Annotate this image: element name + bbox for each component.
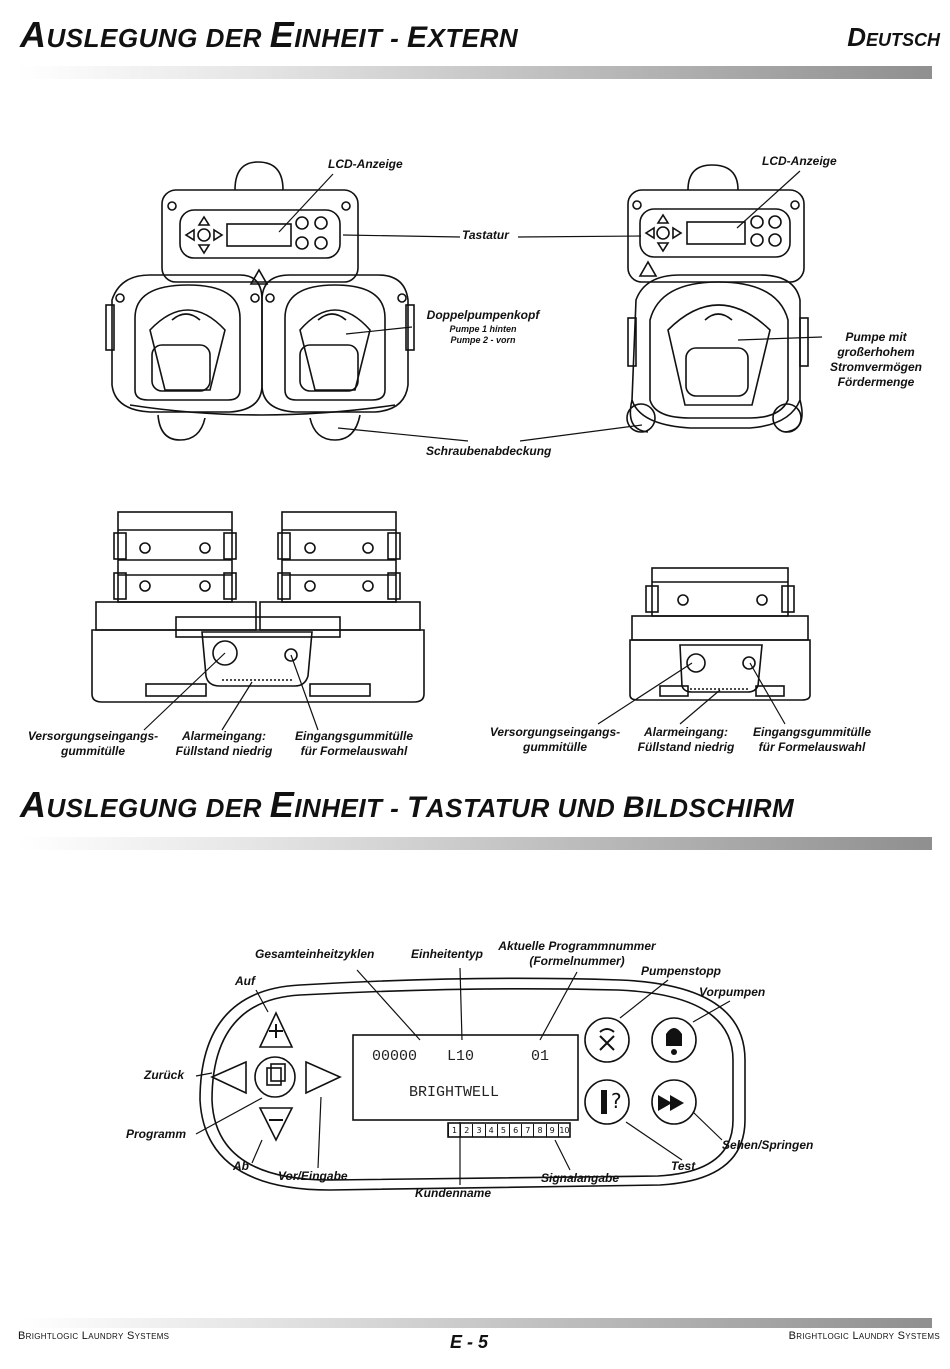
double-head-label: Doppelpumpenkopf (426, 308, 540, 322)
single-pump-front-view (626, 164, 809, 433)
supply-grommet-label-left: Versorgungseingangs-gummitülle (27, 729, 159, 758)
up-button[interactable] (260, 1013, 292, 1047)
lcd-unit-type: L10 (447, 1048, 475, 1065)
back-label: Zurück (144, 1068, 185, 1082)
double-pump-front-view (105, 161, 415, 441)
supply-grommet-label-right: Versorgungseingangs-gummitülle (489, 725, 621, 754)
signal-cell: 5 (496, 1124, 509, 1137)
footer-left: Brightlogic Laundry Systems (18, 1330, 170, 1342)
forward-enter-button[interactable] (306, 1062, 340, 1093)
back-button[interactable] (212, 1062, 246, 1093)
signal-cell: 10 (557, 1124, 570, 1137)
forward-enter-label: Vor/Eingabe (278, 1169, 348, 1183)
pump1-label: Pumpe 1 hinten (449, 324, 517, 334)
alarm-input-label-right: Alarmeingang:Füllstand niedrig (637, 725, 735, 754)
prime-label: Vorpumpen (699, 985, 766, 999)
footer-right: Brightlogic Laundry Systems (788, 1330, 940, 1342)
lcd-program-number: 01 (531, 1048, 550, 1065)
test-button[interactable]: ? (585, 1080, 629, 1124)
pump-stop-label: Pumpenstopp (641, 964, 721, 978)
program-label: Programm (126, 1127, 187, 1141)
lcd-display-label-left: LCD-Anzeige (328, 157, 403, 171)
signal-cell: 8 (533, 1124, 545, 1137)
unit-type-label: Einheitentyp (411, 947, 484, 961)
signal-cell: 7 (521, 1124, 533, 1137)
signal-cell: 4 (484, 1124, 497, 1137)
signal-cell: 3 (472, 1124, 484, 1137)
view-skip-button[interactable] (652, 1080, 696, 1124)
pump-stop-button[interactable] (585, 1018, 629, 1062)
program-number-label: Aktuelle Programmnummer(Formelnummer) (498, 939, 656, 968)
double-pump-top-view (91, 511, 425, 703)
customer-name-label: Kundenname (415, 1186, 492, 1200)
title-underline-bar-2 (18, 837, 932, 850)
question-mark-icon: ? (611, 1089, 622, 1113)
section-title-external: AUSLEGUNG DER EINHEIT - EXTERN (20, 14, 519, 55)
pump2-label: Pumpe 2 - vorn (450, 335, 516, 345)
page-number: E - 5 (450, 1332, 489, 1352)
lcd-display-label-right: LCD-Anzeige (762, 154, 837, 168)
section-title-keypad: AUSLEGUNG DER EINHEIT - TASTATUR UND BIL… (20, 784, 795, 825)
up-label: Auf (235, 974, 255, 988)
screw-cover-label: Schraubenabdeckung (426, 444, 552, 458)
program-button[interactable] (256, 1058, 294, 1096)
down-button[interactable] (260, 1108, 292, 1140)
lcd-cycle-count: 00000 (372, 1048, 418, 1065)
down-label: Ab (233, 1159, 249, 1173)
total-cycles-label: Gesamteinheitzyklen (255, 947, 375, 961)
alarm-input-label-left: Alarmeingang:Füllstand niedrig (175, 729, 273, 758)
signal-cell: 9 (545, 1124, 558, 1137)
prime-button[interactable] (652, 1018, 696, 1062)
signal-cell: 6 (509, 1124, 521, 1137)
title-underline-bar (18, 66, 932, 79)
signal-cell: 1 (448, 1124, 460, 1137)
view-skip-label: Sehen/Springen (722, 1138, 814, 1152)
keypad-label: Tastatur (462, 228, 509, 242)
test-label: Test (671, 1159, 696, 1173)
footer-bar (18, 1318, 932, 1328)
lcd-customer-name: BRIGHTWELL (409, 1084, 500, 1101)
signal-cell: 2 (460, 1124, 472, 1137)
single-pump-top-view (629, 567, 811, 701)
language-label: Deutsch (847, 22, 940, 52)
signal-indicator-label: Signalangabe (541, 1171, 620, 1185)
